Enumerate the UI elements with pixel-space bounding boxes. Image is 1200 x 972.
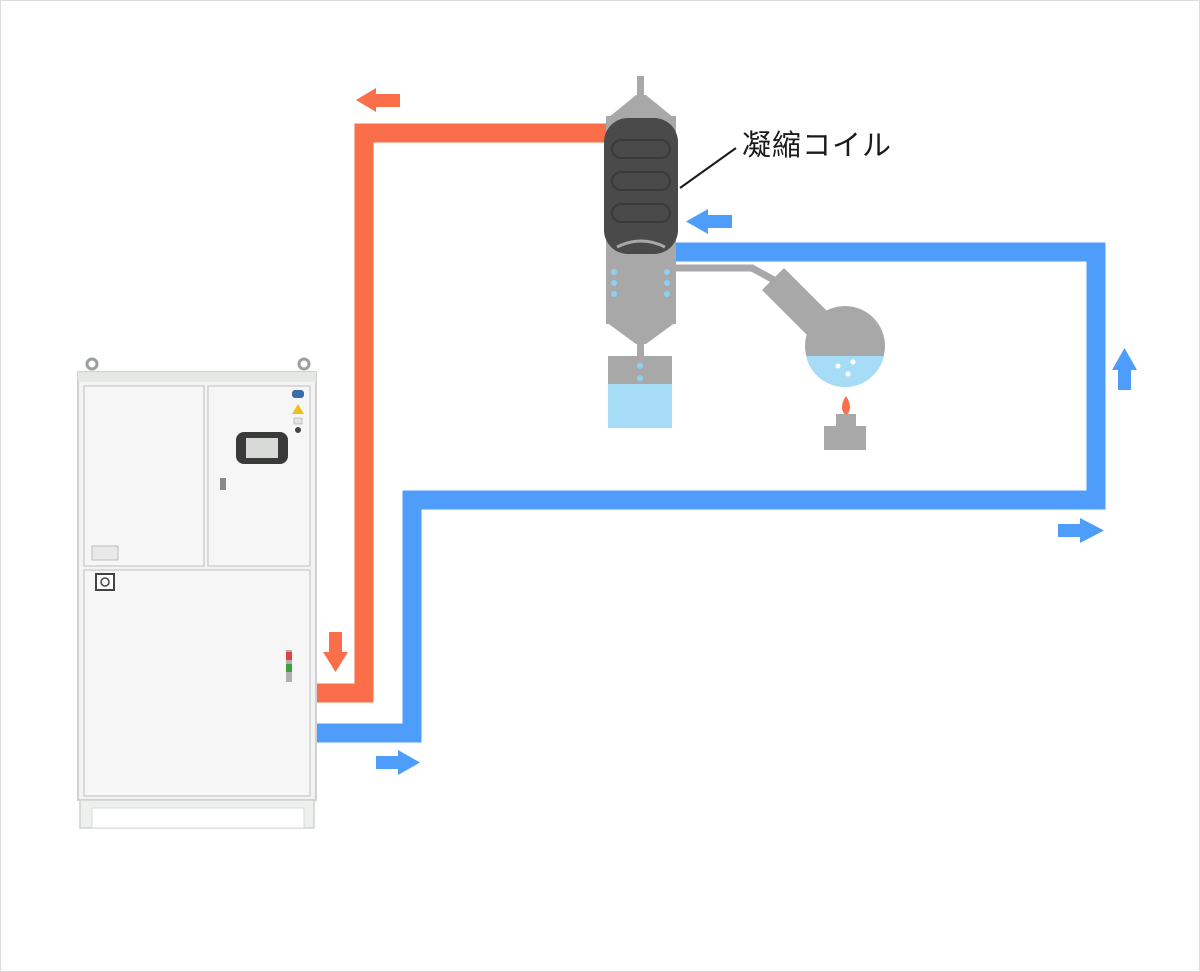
condensing-coil-label: 凝縮コイル (742, 128, 893, 162)
cold-arrow-left (686, 209, 732, 234)
burner-icon (824, 396, 866, 450)
cold-arrow-right-mid (1058, 518, 1104, 543)
hot-arrow-left (356, 88, 400, 112)
round-bottom-flask-icon (762, 268, 885, 388)
condenser-column-icon (604, 76, 794, 356)
condensate-drops (611, 269, 670, 297)
cold-arrow-up (1112, 348, 1137, 390)
label-leader-line (679, 147, 737, 189)
cold-arrow-right-bottom (376, 750, 420, 775)
condenser-coil (604, 118, 678, 254)
cold-pipe (316, 242, 1106, 743)
chiller-unit-icon (77, 357, 317, 829)
hot-pipe (316, 123, 612, 703)
beaker-icon (608, 356, 672, 428)
hot-arrow-down (323, 632, 348, 672)
